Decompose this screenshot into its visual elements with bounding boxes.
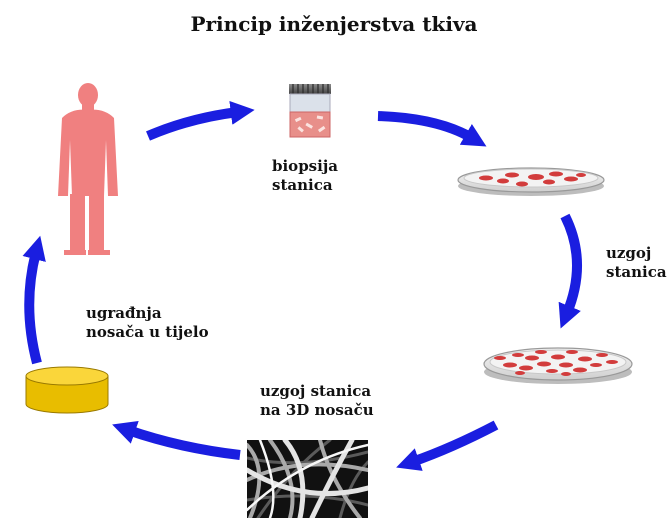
arrow-implant-to-person bbox=[22, 235, 46, 365]
petri-dish-full-icon bbox=[483, 347, 633, 384]
arrow-full-dish-to-scaffold bbox=[396, 420, 499, 471]
diagram-title: Princip inženjerstva tkiva bbox=[190, 12, 478, 36]
label-biopsy: biopsija stanica bbox=[272, 157, 338, 195]
arrow-dish-to-full-dish bbox=[558, 213, 582, 329]
label-implant-line2: nosača u tijelo bbox=[86, 323, 209, 341]
label-culture: uzgoj stanica bbox=[606, 244, 667, 282]
scaffold-micrograph-icon bbox=[247, 440, 368, 518]
arrow-biopsy-to-dish bbox=[377, 111, 487, 147]
label-scaffold-culture-line2: na 3D nosaču bbox=[260, 401, 374, 419]
label-culture-line2: stanica bbox=[606, 263, 667, 281]
label-implant: ugrađnja nosača u tijelo bbox=[86, 304, 209, 342]
petri-dish-sparse-icon bbox=[457, 167, 605, 196]
label-biopsy-line2: stanica bbox=[272, 176, 333, 194]
label-culture-line1: uzgoj bbox=[606, 244, 652, 262]
label-scaffold-culture: uzgoj stanica na 3D nosaču bbox=[260, 382, 374, 420]
arrow-scaffold-to-implant bbox=[112, 421, 241, 460]
label-scaffold-culture-line1: uzgoj stanica bbox=[260, 382, 372, 400]
label-implant-line1: ugrađnja bbox=[86, 304, 162, 322]
scaffold-disc-icon bbox=[25, 366, 109, 414]
cycle-arrows bbox=[22, 100, 582, 471]
person-silhouette-icon bbox=[58, 83, 118, 255]
arrow-person-to-biopsy bbox=[146, 100, 255, 141]
biopsy-vial-icon bbox=[289, 84, 331, 138]
label-biopsy-line1: biopsija bbox=[272, 157, 338, 175]
